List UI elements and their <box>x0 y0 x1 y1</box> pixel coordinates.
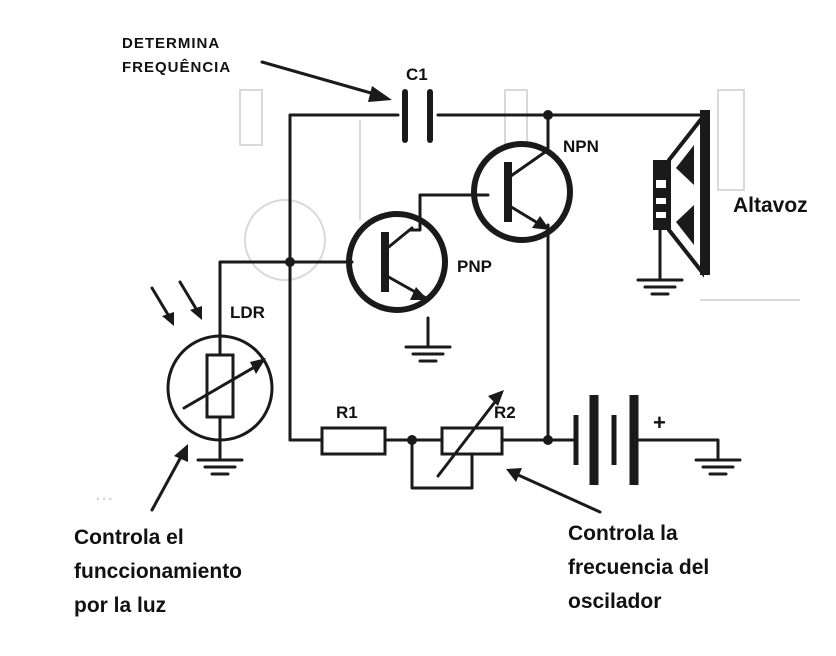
arrow-head-icon <box>506 468 522 482</box>
ldr-note-line1: Controla el <box>74 526 184 549</box>
ground-icon <box>196 458 244 476</box>
ldr-annotation: Controla el funccionamiento por la luz <box>74 444 242 617</box>
c1-annotation: DETERMINA FREQUÊNCIA <box>122 35 392 102</box>
light-arrow-icon <box>190 306 202 320</box>
ground-icon <box>636 278 684 296</box>
light-arrow-icon <box>162 312 174 326</box>
capacitor-c1: C1 <box>402 65 433 143</box>
speaker: Altavoz <box>653 110 808 278</box>
battery: + <box>573 395 666 485</box>
arrow-head-icon <box>174 444 188 462</box>
junction-dots <box>285 110 553 445</box>
ldr-note-line2: funccionamiento <box>74 560 242 583</box>
ldr-note-line3: por la luz <box>74 594 166 617</box>
c1-note-line2: FREQUÊNCIA <box>122 58 231 76</box>
ground-icon <box>404 345 452 363</box>
r2-note-line3: oscilador <box>568 590 661 613</box>
r2-note-line2: frecuencia del <box>568 556 709 579</box>
ground-symbols <box>196 278 742 476</box>
ldr-label: LDR <box>230 303 265 322</box>
r2-annotation: Controla la frecuencia del oscilador <box>506 468 709 613</box>
c1-label: C1 <box>406 65 428 84</box>
r2-note-line1: Controla la <box>568 522 678 545</box>
ldr-photoresistor: LDR <box>150 280 274 442</box>
r2-label: R2 <box>494 403 516 422</box>
svg-text:...: ... <box>95 480 113 505</box>
speaker-label: Altavoz <box>733 194 808 217</box>
pnp-label: PNP <box>457 257 492 276</box>
r1-label: R1 <box>336 403 358 422</box>
transistor-pnp: PNP <box>346 211 492 313</box>
ground-icon <box>694 458 742 476</box>
battery-plus-label: + <box>653 410 666 435</box>
npn-label: NPN <box>563 137 599 156</box>
potentiometer-r2: R2 <box>436 390 516 478</box>
wires <box>218 113 720 490</box>
arrow-head-icon <box>368 86 392 102</box>
background-ghost-marks: ... <box>95 89 800 505</box>
c1-note-line1: DETERMINA <box>122 35 220 52</box>
resistor-r1: R1 <box>320 403 387 456</box>
transistor-npn: NPN <box>471 137 599 243</box>
